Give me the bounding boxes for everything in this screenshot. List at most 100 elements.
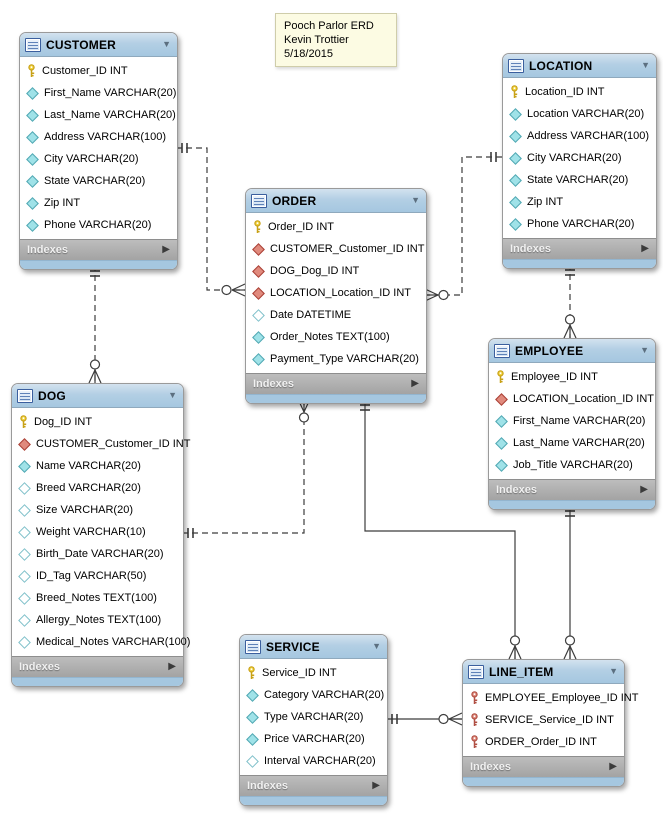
expand-arrow-icon[interactable]: ▶	[640, 484, 648, 495]
column-row-dog-4[interactable]: Size VARCHAR(20)	[12, 499, 183, 521]
column-row-service-0[interactable]: Service_ID INT	[240, 662, 387, 684]
column-row-location-2[interactable]: Address VARCHAR(100)	[503, 125, 656, 147]
table-header-location[interactable]: LOCATION▼	[503, 54, 656, 78]
column-row-dog-5[interactable]: Weight VARCHAR(10)	[12, 521, 183, 543]
collapse-caret-icon[interactable]: ▼	[168, 390, 177, 400]
column-row-customer-5[interactable]: State VARCHAR(20)	[20, 170, 177, 192]
column-row-service-4[interactable]: Interval VARCHAR(20)	[240, 750, 387, 772]
table-header-dog[interactable]: DOG▼	[12, 384, 183, 408]
column-row-customer-6[interactable]: Zip INT	[20, 192, 177, 214]
expand-arrow-icon[interactable]: ▶	[411, 378, 419, 389]
column-row-order-5[interactable]: Order_Notes TEXT(100)	[246, 326, 426, 348]
column-row-employee-0[interactable]: Employee_ID INT	[489, 366, 655, 388]
indexes-bar-dog[interactable]: Indexes▶	[12, 656, 183, 677]
column-row-location-6[interactable]: Phone VARCHAR(20)	[503, 213, 656, 235]
table-header-line_item[interactable]: LINE_ITEM▼	[463, 660, 624, 684]
table-header-customer[interactable]: CUSTOMER▼	[20, 33, 177, 57]
column-label: Address VARCHAR(100)	[44, 131, 167, 143]
indexes-bar-employee[interactable]: Indexes▶	[489, 479, 655, 500]
relationship-dog-order[interactable]	[182, 398, 311, 538]
collapse-caret-icon[interactable]: ▼	[162, 39, 171, 49]
column-row-customer-7[interactable]: Phone VARCHAR(20)	[20, 214, 177, 236]
column-row-customer-2[interactable]: Last_Name VARCHAR(20)	[20, 104, 177, 126]
column-row-dog-2[interactable]: Name VARCHAR(20)	[12, 455, 183, 477]
column-row-line_item-2[interactable]: ORDER_Order_ID INT	[463, 731, 624, 753]
column-label: Customer_ID INT	[42, 65, 128, 77]
collapse-caret-icon[interactable]: ▼	[609, 666, 618, 676]
column-row-dog-6[interactable]: Birth_Date VARCHAR(20)	[12, 543, 183, 565]
column-row-customer-3[interactable]: Address VARCHAR(100)	[20, 126, 177, 148]
column-row-location-5[interactable]: Zip INT	[503, 191, 656, 213]
collapse-caret-icon[interactable]: ▼	[411, 195, 420, 205]
column-row-dog-7[interactable]: ID_Tag VARCHAR(50)	[12, 565, 183, 587]
column-icon	[26, 152, 39, 166]
indexes-bar-line_item[interactable]: Indexes▶	[463, 756, 624, 777]
column-row-order-6[interactable]: Payment_Type VARCHAR(20)	[246, 348, 426, 370]
relationship-location-employee[interactable]	[563, 264, 577, 339]
table-dog[interactable]: DOG▼ Dog_ID INT CUSTOMER_Customer_ID INT Na…	[11, 383, 190, 687]
column-row-employee-4[interactable]: Job_Title VARCHAR(20)	[489, 454, 655, 476]
column-label: ID_Tag VARCHAR(50)	[36, 570, 147, 582]
relationship-customer-dog[interactable]	[88, 265, 102, 384]
table-header-employee[interactable]: EMPLOYEE▼	[489, 339, 655, 363]
indexes-bar-order[interactable]: Indexes▶	[246, 373, 426, 394]
column-row-order-3[interactable]: LOCATION_Location_ID INT	[246, 282, 426, 304]
column-row-location-1[interactable]: Location VARCHAR(20)	[503, 103, 656, 125]
relationship-order-line_item[interactable]	[360, 399, 522, 660]
note-line: Kevin Trottier	[284, 34, 349, 46]
expand-arrow-icon[interactable]: ▶	[372, 780, 380, 791]
column-row-line_item-1[interactable]: SERVICE_Service_ID INT	[463, 709, 624, 731]
relationship-location-order[interactable]	[424, 152, 502, 302]
column-row-customer-4[interactable]: City VARCHAR(20)	[20, 148, 177, 170]
column-row-order-1[interactable]: CUSTOMER_Customer_ID INT	[246, 238, 426, 260]
nullable-column-icon	[18, 569, 31, 583]
column-label: CUSTOMER_Customer_ID INT	[36, 438, 191, 450]
collapse-caret-icon[interactable]: ▼	[641, 60, 650, 70]
column-row-employee-3[interactable]: Last_Name VARCHAR(20)	[489, 432, 655, 454]
table-bottom-strip	[489, 500, 655, 509]
column-row-location-0[interactable]: Location_ID INT	[503, 81, 656, 103]
column-row-service-2[interactable]: Type VARCHAR(20)	[240, 706, 387, 728]
primary-key-icon	[248, 666, 255, 679]
expand-arrow-icon[interactable]: ▶	[641, 243, 649, 254]
column-row-location-4[interactable]: State VARCHAR(20)	[503, 169, 656, 191]
column-row-employee-2[interactable]: First_Name VARCHAR(20)	[489, 410, 655, 432]
column-row-dog-9[interactable]: Allergy_Notes TEXT(100)	[12, 609, 183, 631]
column-row-dog-8[interactable]: Breed_Notes TEXT(100)	[12, 587, 183, 609]
expand-arrow-icon[interactable]: ▶	[168, 661, 176, 672]
table-header-order[interactable]: ORDER▼	[246, 189, 426, 213]
indexes-bar-customer[interactable]: Indexes▶	[20, 239, 177, 260]
table-header-service[interactable]: SERVICE▼	[240, 635, 387, 659]
expand-arrow-icon[interactable]: ▶	[609, 761, 617, 772]
column-row-location-3[interactable]: City VARCHAR(20)	[503, 147, 656, 169]
column-row-customer-1[interactable]: First_Name VARCHAR(20)	[20, 82, 177, 104]
column-row-order-0[interactable]: Order_ID INT	[246, 216, 426, 238]
collapse-caret-icon[interactable]: ▼	[372, 641, 381, 651]
column-row-order-2[interactable]: DOG_Dog_ID INT	[246, 260, 426, 282]
table-customer[interactable]: CUSTOMER▼ Customer_ID INT First_Name VARCH…	[19, 32, 178, 270]
column-row-employee-1[interactable]: LOCATION_Location_ID INT	[489, 388, 655, 410]
column-row-dog-1[interactable]: CUSTOMER_Customer_ID INT	[12, 433, 190, 455]
column-row-service-3[interactable]: Price VARCHAR(20)	[240, 728, 387, 750]
relationship-customer-order[interactable]	[176, 143, 246, 297]
column-row-line_item-0[interactable]: EMPLOYEE_Employee_ID INT	[463, 687, 638, 709]
indexes-bar-service[interactable]: Indexes▶	[240, 775, 387, 796]
column-row-order-4[interactable]: Date DATETIME	[246, 304, 426, 326]
diagram-note[interactable]: Pooch Parlor ERD Kevin Trottier 5/18/201…	[275, 13, 397, 67]
column-row-dog-3[interactable]: Breed VARCHAR(20)	[12, 477, 183, 499]
expand-arrow-icon[interactable]: ▶	[162, 244, 170, 255]
column-row-customer-0[interactable]: Customer_ID INT	[20, 60, 177, 82]
column-row-dog-10[interactable]: Medical_Notes VARCHAR(100)	[12, 631, 190, 653]
column-icon	[495, 458, 508, 472]
relationship-service-line_item[interactable]	[386, 712, 463, 726]
column-row-dog-0[interactable]: Dog_ID INT	[12, 411, 183, 433]
relationship-employee-line_item[interactable]	[563, 505, 577, 660]
column-row-service-1[interactable]: Category VARCHAR(20)	[240, 684, 387, 706]
collapse-caret-icon[interactable]: ▼	[640, 345, 649, 355]
indexes-bar-location[interactable]: Indexes▶	[503, 238, 656, 259]
